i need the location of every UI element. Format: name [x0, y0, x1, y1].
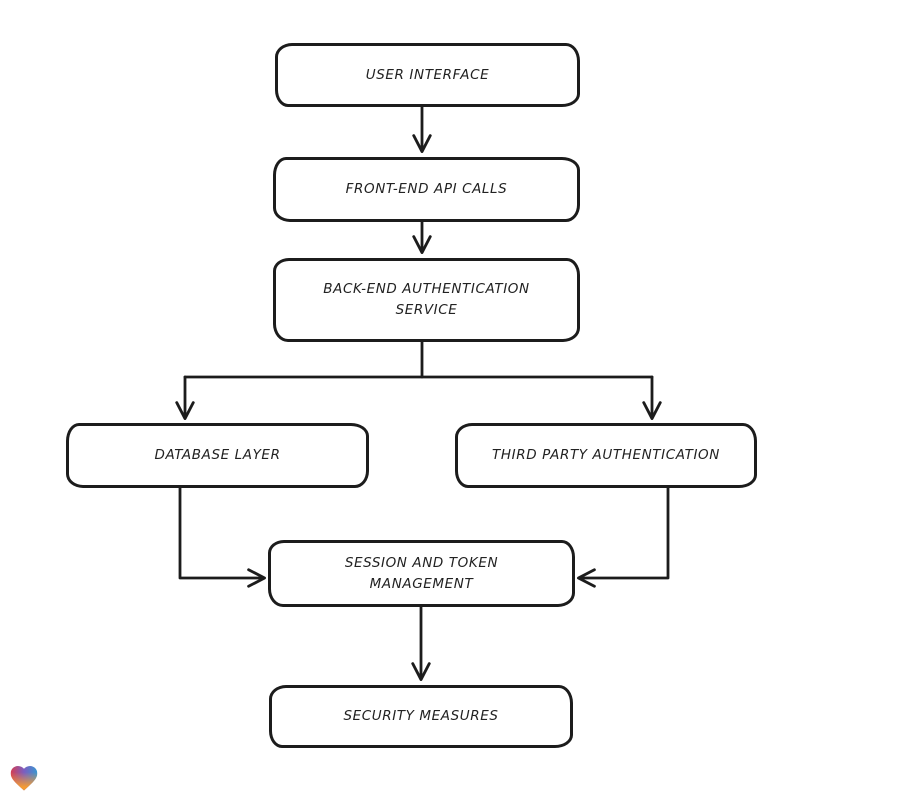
node-security-measures: SECURITY MEASURES: [269, 685, 573, 748]
node-back-end-authentication-service: BACK-END AUTHENTICATION SERVICE: [273, 258, 580, 342]
heart-logo-icon: [10, 766, 38, 791]
node-front-end-api-calls-label: FRONT-END API CALLS: [345, 181, 508, 198]
node-user-interface: USER INTERFACE: [275, 43, 580, 107]
node-user-interface-label: USER INTERFACE: [365, 66, 490, 83]
node-back-end-authentication-service-label: BACK-END AUTHENTICATION SERVICE: [323, 281, 530, 318]
node-third-party-authentication-label: THIRD PARTY AUTHENTICATION: [492, 447, 720, 464]
node-third-party-authentication: THIRD PARTY AUTHENTICATION: [455, 423, 757, 488]
edge-third-party-to-session: [577, 485, 670, 588]
node-session-and-token-management-label: SESSION AND TOKEN MANAGEMENT: [344, 554, 499, 592]
node-session-and-token-management: SESSION AND TOKEN MANAGEMENT: [268, 540, 575, 607]
node-front-end-api-calls: FRONT-END API CALLS: [273, 157, 580, 222]
edge-database-to-session: [178, 485, 266, 588]
node-database-layer-label: DATABASE LAYER: [154, 447, 281, 464]
node-security-measures-label: SECURITY MEASURES: [343, 708, 499, 725]
node-database-layer: DATABASE LAYER: [66, 423, 369, 488]
